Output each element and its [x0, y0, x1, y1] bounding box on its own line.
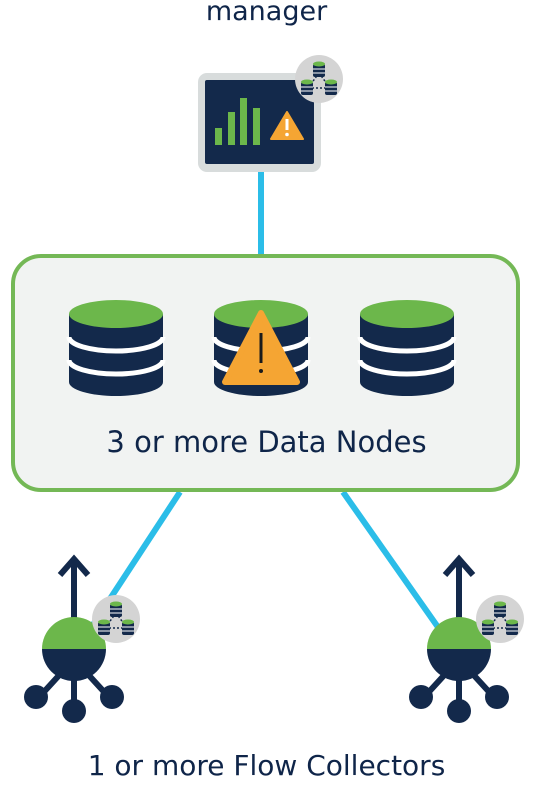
data-node-warning-icon — [222, 310, 300, 385]
data-node-3-icon — [360, 300, 454, 396]
flow-collectors-label: 1 or more Flow Collectors — [87, 749, 446, 782]
right-collector-connector-line — [340, 490, 450, 642]
left-collector-cluster-badge-icon — [92, 595, 140, 643]
data-node-1-icon — [69, 300, 163, 396]
data-nodes-label: 3 or more Data Nodes — [106, 425, 427, 459]
manager-label: manager — [205, 0, 328, 27]
manager-cluster-badge-icon — [295, 55, 343, 103]
right-collector-cluster-badge-icon — [476, 595, 524, 643]
manager-icon — [198, 73, 321, 172]
